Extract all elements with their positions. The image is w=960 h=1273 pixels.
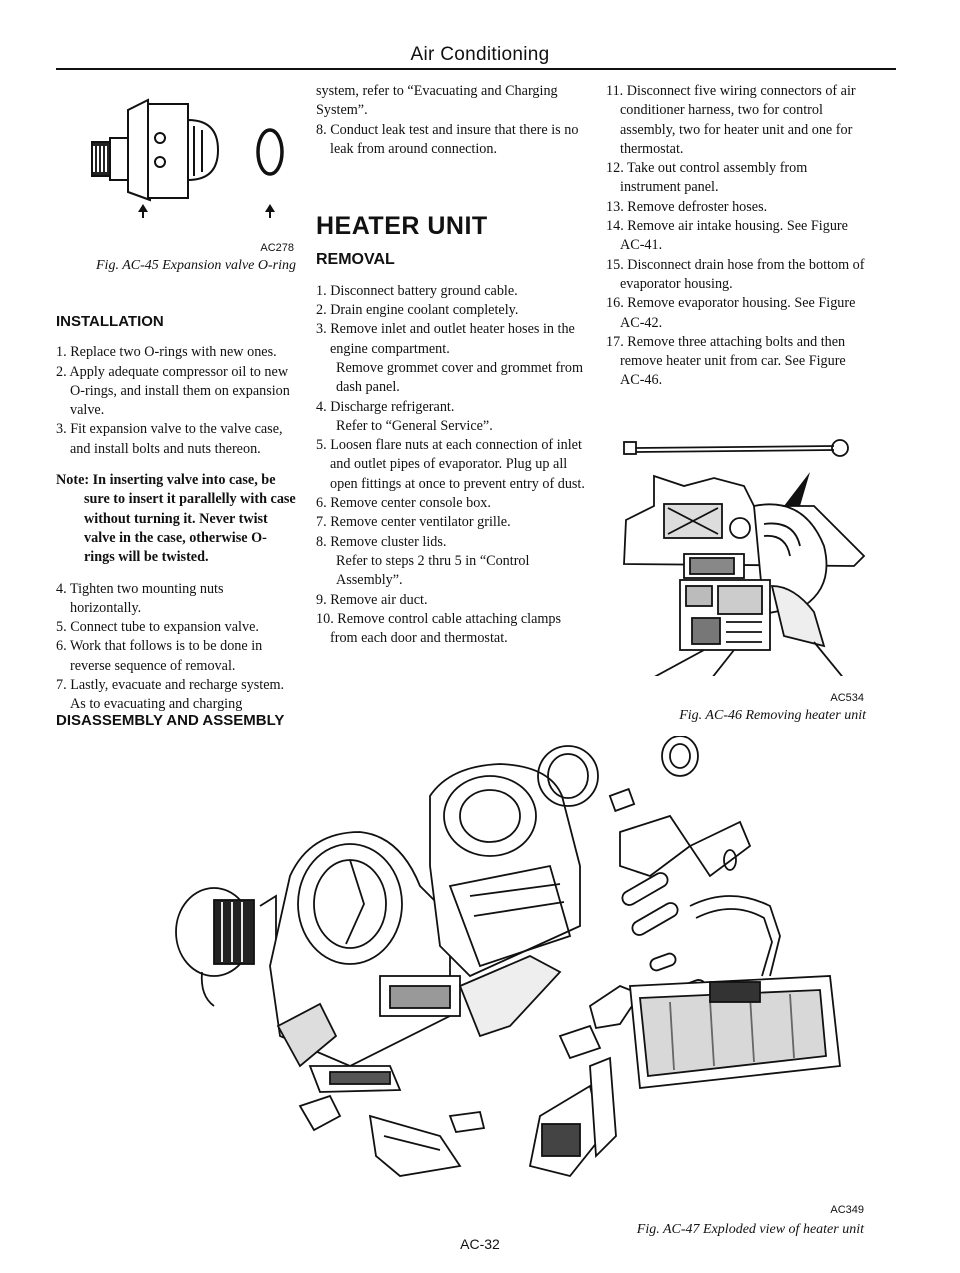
install-step-3: 3. Fit expansion valve to the valve case… (56, 421, 283, 457)
removal-step-6: 6. Remove center console box. (316, 495, 491, 512)
figure-ac47-id: AC349 (830, 1204, 864, 1216)
removal-step-17: 17. Remove three attaching bolts and the… (606, 333, 846, 389)
figure-ac47-illustration (150, 735, 870, 1196)
removal-step-12: 12. Take out control assembly from instr… (606, 160, 808, 196)
figure-ac45-caption: Fig. AC-45 Expansion valve O-ring (96, 258, 296, 273)
left-column: INSTALLATION 1. Replace two O-rings with… (56, 312, 296, 715)
heater-unit-heading: HEATER UNIT (316, 212, 488, 241)
heater-removal-drawing (623, 439, 866, 689)
installation-heading: INSTALLATION (56, 313, 164, 330)
removal-heading: REMOVAL (316, 251, 395, 269)
removal-step-5: 5. Loosen flare nuts at each connection … (316, 437, 585, 492)
removal-step-1: 1. Disconnect battery ground cable. (316, 282, 518, 299)
removal-step-11: 11. Disconnect five wiring connectors of… (606, 83, 856, 157)
removal-step-10: 10. Remove control cable attaching clamp… (316, 610, 562, 647)
removal-step-8-prev: 8. Conduct leak test and insure that the… (316, 121, 579, 157)
page-header-title: Air Conditioning (410, 44, 550, 65)
removal-step-2: 2. Drain engine coolant completely. (316, 302, 519, 319)
removal-step-4-sub: Refer to “General Service”. (336, 417, 493, 434)
disassembly-heading: DISASSEMBLY AND ASSEMBLY (56, 712, 285, 729)
removal-step-4: 4. Discharge refrigerant. (316, 398, 455, 415)
figure-ac46-caption: Fig. AC-46 Removing heater unit (679, 708, 866, 723)
middle-column: system, refer to “Evacuating and Chargin… (316, 82, 586, 648)
install-step-4: 4. Tighten two mounting nuts horizontall… (56, 580, 224, 616)
install-step-1: 1. Replace two O-rings with new ones. (56, 344, 277, 361)
removal-step-14: 14. Remove air intake housing. See Figur… (606, 218, 848, 254)
header-rule (56, 68, 896, 70)
removal-step-13: 13. Remove defroster hoses. (606, 198, 768, 215)
right-column: 11. Disconnect five wiring connectors of… (606, 82, 868, 391)
removal-step-7: 7. Remove center ventilator grille. (316, 514, 511, 531)
removal-step-16: 16. Remove evaporator housing. See Figur… (606, 295, 856, 331)
removal-step-9: 9. Remove air duct. (316, 591, 428, 608)
heater-exploded-drawing (175, 735, 841, 1178)
page-number: AC-32 (460, 1236, 500, 1252)
removal-step-8: 8. Remove cluster lids. (316, 533, 447, 550)
removal-step-3: 3. Remove inlet and outlet heater hoses … (316, 321, 575, 357)
figure-ac46-illustration (614, 436, 870, 689)
install-step-7: 7. Lastly, evacuate and recharge system.… (56, 677, 285, 713)
install-step-5: 5. Connect tube to expansion valve. (56, 619, 259, 636)
removal-step-15: 15. Disconnect drain hose from the botto… (606, 256, 865, 292)
figure-ac45-illustration (88, 80, 288, 230)
install-note: Note: In inserting valve into case, be s… (56, 472, 296, 566)
install-step-6: 6. Work that follows is to be done in re… (56, 638, 263, 674)
install-step-2: 2. Apply adequate compressor oil to new … (56, 363, 290, 419)
removal-step-8-sub: Refer to steps 2 thru 5 in “Control Asse… (336, 552, 530, 589)
figure-ac46-id: AC534 (830, 692, 864, 704)
figure-ac47-caption: Fig. AC-47 Exploded view of heater unit (636, 1222, 864, 1237)
expansion-valve-drawing (91, 98, 284, 218)
continuation-text: system, refer to “Evacuating and Chargin… (316, 83, 558, 119)
removal-step-3-sub: Remove grommet cover and grommet from da… (336, 359, 584, 396)
figure-ac45-id: AC278 (260, 242, 294, 254)
